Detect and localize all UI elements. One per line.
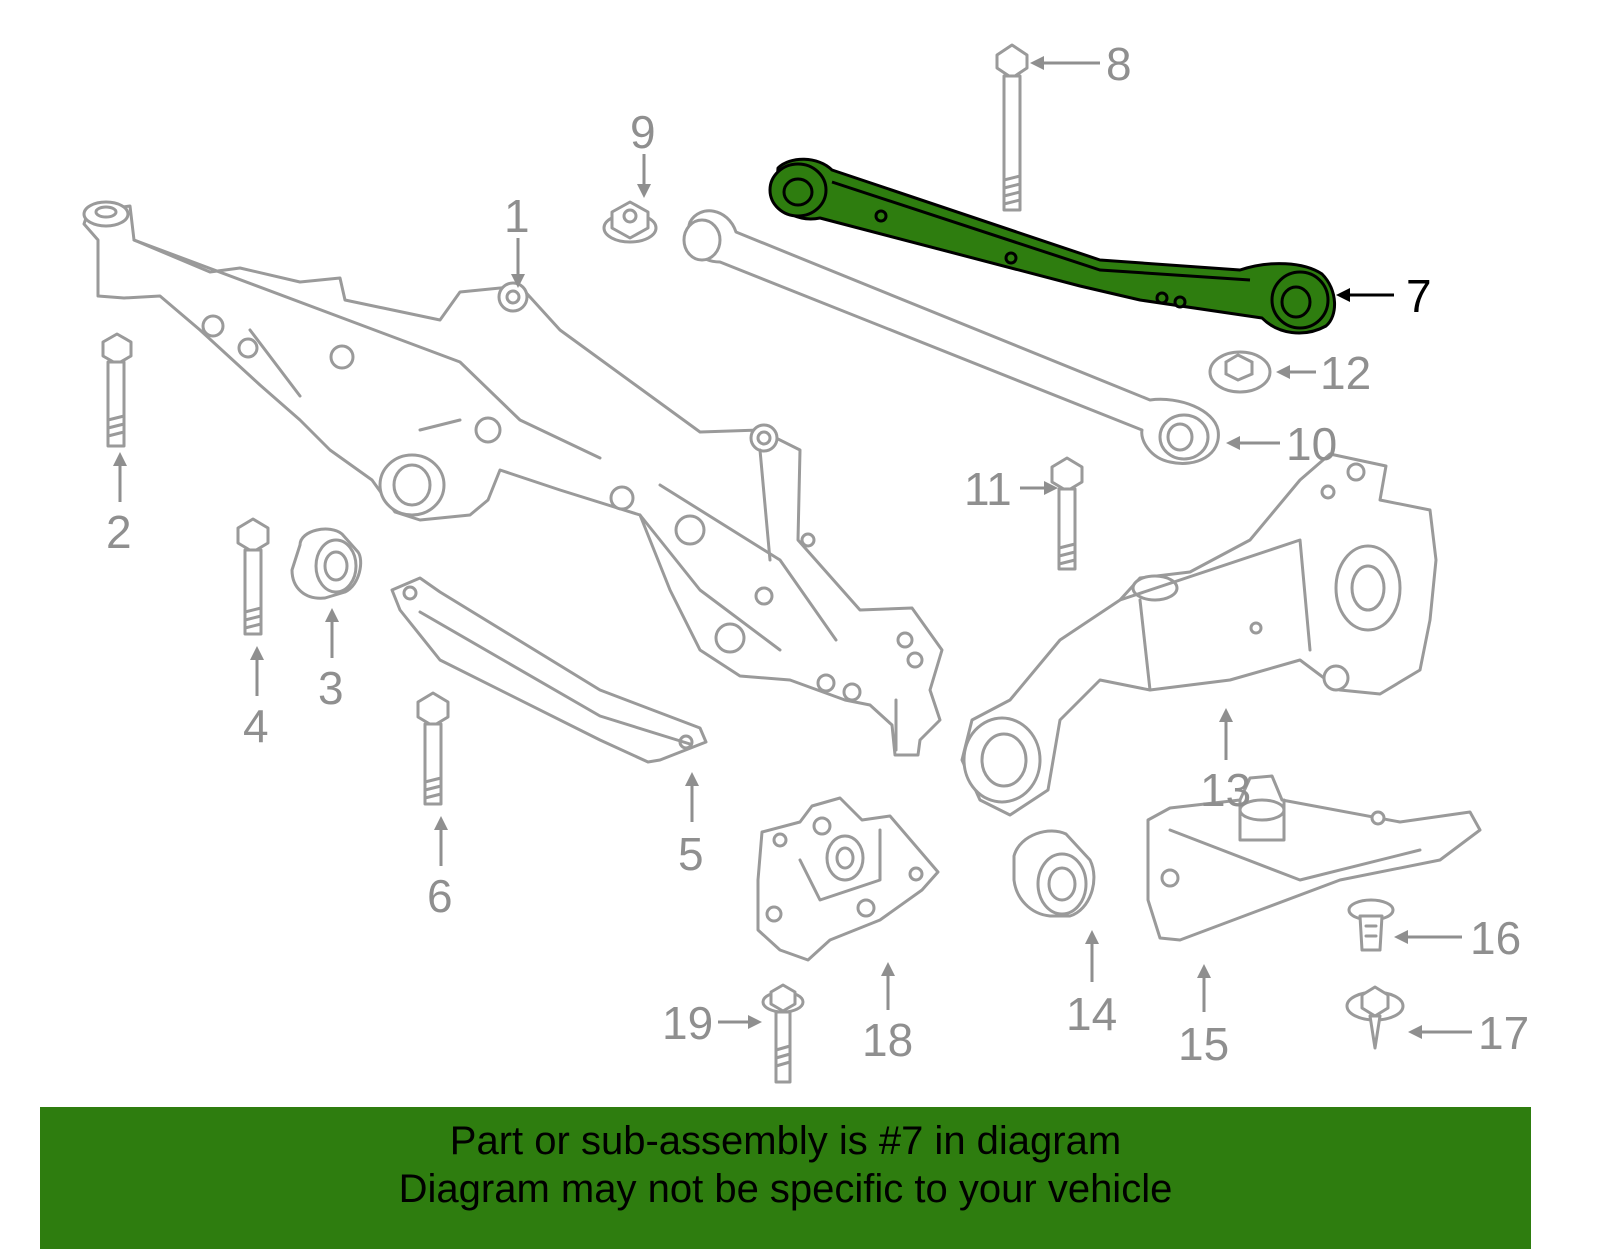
svg-text:6: 6 bbox=[427, 870, 453, 922]
svg-text:4: 4 bbox=[243, 700, 269, 752]
callout-9: 9 bbox=[630, 106, 656, 198]
callout-10: 10 bbox=[1226, 418, 1337, 470]
callout-2: 2 bbox=[106, 452, 132, 558]
svg-text:11: 11 bbox=[964, 463, 1012, 515]
svg-text:18: 18 bbox=[862, 1014, 913, 1066]
link-arm-part-10[interactable] bbox=[682, 209, 1220, 465]
callout-12: 12 bbox=[1276, 347, 1371, 399]
trailing-arm-part-13[interactable] bbox=[960, 452, 1438, 817]
callout-17: 17 bbox=[1408, 1007, 1529, 1059]
banner-disclaimer: Diagram may not be specific to your vehi… bbox=[398, 1167, 1173, 1211]
bracket-part-18[interactable] bbox=[756, 796, 940, 962]
callout-4: 4 bbox=[243, 646, 269, 752]
svg-text:2: 2 bbox=[106, 506, 132, 558]
bolt-part-11[interactable] bbox=[1050, 456, 1084, 571]
callout-7: 7 bbox=[1336, 270, 1432, 322]
bolt-part-6[interactable] bbox=[416, 691, 450, 806]
svg-text:16: 16 bbox=[1470, 912, 1521, 964]
svg-text:9: 9 bbox=[630, 106, 656, 158]
svg-text:5: 5 bbox=[678, 828, 704, 880]
callout-8: 8 bbox=[1030, 38, 1132, 90]
callout-15: 15 bbox=[1178, 964, 1229, 1070]
bolt-part-4[interactable] bbox=[236, 517, 270, 636]
washer-part-12[interactable] bbox=[1208, 350, 1272, 394]
callout-3: 3 bbox=[318, 608, 344, 714]
bolt-part-2[interactable] bbox=[101, 332, 133, 448]
spring-plate-part-15[interactable] bbox=[1146, 774, 1482, 942]
callout-5: 5 bbox=[678, 772, 704, 880]
svg-text:1: 1 bbox=[504, 190, 530, 242]
callout-6: 6 bbox=[427, 816, 453, 922]
callout-19: 19 bbox=[662, 997, 762, 1049]
info-banner: Part or sub-assembly is #7 in diagram Di… bbox=[40, 1107, 1531, 1249]
svg-text:13: 13 bbox=[1200, 764, 1251, 816]
clip-part-16[interactable] bbox=[1347, 898, 1395, 952]
bushing-part-3[interactable] bbox=[290, 527, 363, 600]
svg-text:17: 17 bbox=[1478, 1007, 1529, 1059]
bushing-part-14[interactable] bbox=[1012, 829, 1096, 918]
svg-text:3: 3 bbox=[318, 662, 344, 714]
bracket-part-5[interactable] bbox=[390, 576, 708, 764]
svg-text:8: 8 bbox=[1106, 38, 1132, 90]
callout-11: 11 bbox=[964, 463, 1058, 515]
svg-text:7: 7 bbox=[1406, 270, 1432, 322]
callout-1: 1 bbox=[504, 190, 530, 288]
callout-18: 18 bbox=[862, 962, 913, 1066]
svg-text:14: 14 bbox=[1066, 988, 1117, 1040]
svg-text:12: 12 bbox=[1320, 347, 1371, 399]
control-arm-part-7-highlighted[interactable] bbox=[768, 157, 1337, 335]
callout-13: 13 bbox=[1200, 708, 1251, 816]
banner-part-info: Part or sub-assembly is #7 in diagram bbox=[449, 1119, 1122, 1163]
svg-text:15: 15 bbox=[1178, 1018, 1229, 1070]
svg-text:10: 10 bbox=[1286, 418, 1337, 470]
callout-14: 14 bbox=[1066, 930, 1117, 1040]
screw-part-17[interactable] bbox=[1345, 985, 1405, 1050]
svg-text:19: 19 bbox=[662, 997, 713, 1049]
bolt-part-19[interactable] bbox=[761, 983, 805, 1084]
nut-part-9[interactable] bbox=[602, 200, 658, 244]
subframe-part-1[interactable] bbox=[82, 200, 944, 757]
bolt-part-8[interactable] bbox=[995, 43, 1029, 212]
callout-16: 16 bbox=[1394, 912, 1521, 964]
